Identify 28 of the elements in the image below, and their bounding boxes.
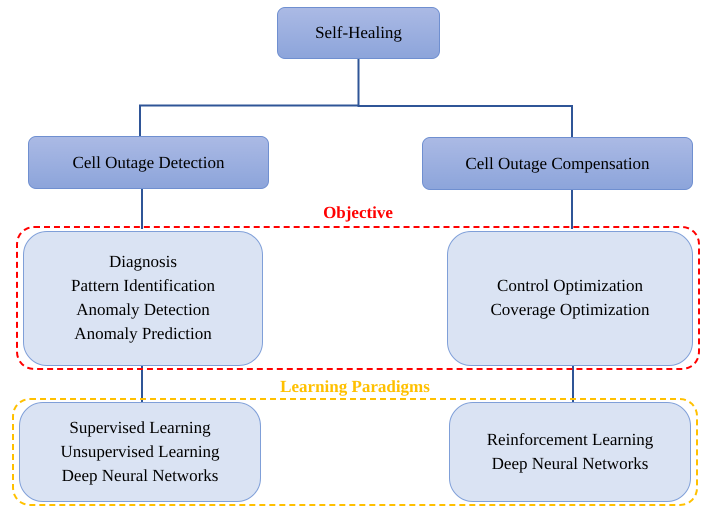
box-text: Supervised Learning — [69, 417, 211, 439]
process-box — [28, 136, 269, 189]
group-heading: Objective — [323, 202, 393, 224]
box-text: Pattern Identification — [71, 275, 215, 297]
connector-line — [141, 364, 143, 402]
box-text: Unsupervised Learning — [60, 441, 220, 463]
box-text: Deep Neural Networks — [62, 465, 218, 487]
box-text: Control Optimization — [497, 275, 643, 297]
box-text: Deep Neural Networks — [492, 453, 648, 475]
box-text: Diagnosis — [109, 251, 177, 273]
detail-box — [23, 230, 263, 366]
connector-line — [358, 59, 573, 137]
connector-line — [141, 189, 143, 229]
box-text: Reinforcement Learning — [486, 429, 654, 451]
box-text: Anomaly Prediction — [74, 323, 212, 345]
connector-line — [571, 190, 573, 229]
detail-box — [447, 230, 693, 366]
detail-box — [19, 402, 261, 502]
connector-line — [572, 364, 574, 402]
box-text: Self-Healing — [315, 22, 402, 44]
group-heading: Learning Paradigms — [280, 376, 430, 398]
box-text: Cell Outage Detection — [72, 152, 224, 174]
process-box — [277, 7, 440, 59]
box-text: Cell Outage Compensation — [465, 152, 650, 175]
process-box — [422, 137, 693, 190]
detail-box — [449, 402, 691, 502]
box-text: Anomaly Detection — [76, 299, 210, 321]
box-text: Coverage Optimization — [490, 299, 650, 321]
